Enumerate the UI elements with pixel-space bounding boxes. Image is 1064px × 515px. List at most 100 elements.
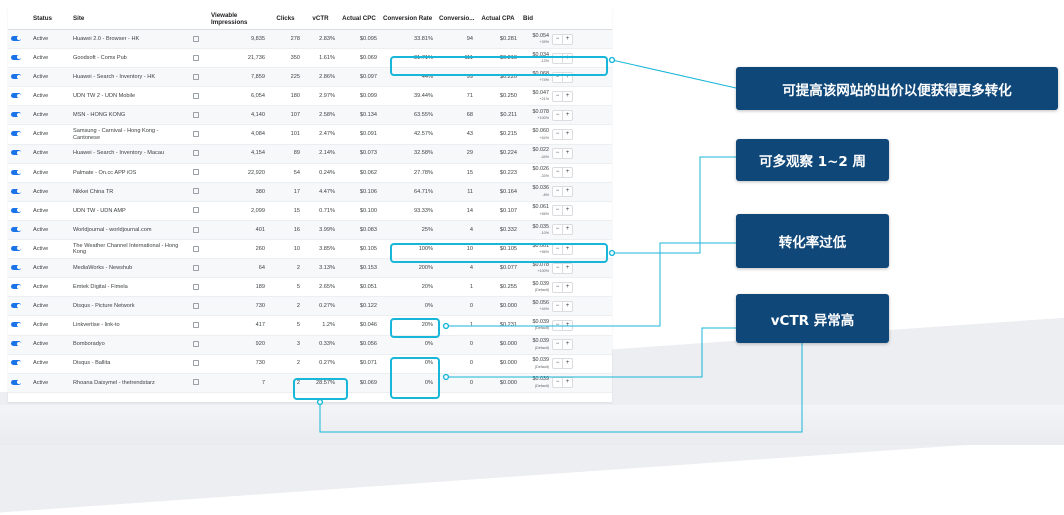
bid-decrease-button[interactable]: − (555, 379, 560, 386)
bid-increase-button[interactable]: + (562, 34, 572, 44)
bid-decrease-button[interactable]: − (555, 92, 560, 99)
bid-decrease-button[interactable]: − (555, 73, 560, 80)
bid-change: (Default) (534, 326, 549, 331)
status-text: Active (30, 29, 70, 50)
bid-decrease-button[interactable]: − (555, 131, 560, 138)
status-toggle[interactable] (11, 112, 21, 118)
bid-decrease-button[interactable]: − (555, 321, 560, 328)
bid-stepper: −+ (552, 71, 573, 83)
status-toggle[interactable] (11, 169, 21, 175)
header-bid-col[interactable]: Bid (520, 8, 612, 30)
open-link-icon[interactable] (193, 264, 199, 271)
open-link-icon[interactable] (193, 188, 199, 195)
bid-decrease-button[interactable]: − (555, 283, 560, 290)
header-cpc-col[interactable]: Actual CPC (338, 8, 380, 30)
actual-cpa: $0.215 (476, 124, 520, 145)
status-toggle[interactable] (11, 74, 21, 80)
viewable-impressions: 260 (208, 239, 268, 260)
open-link-icon[interactable] (193, 341, 199, 348)
open-link-icon[interactable] (193, 169, 199, 176)
bid-increase-button[interactable]: + (562, 130, 572, 140)
bid-increase-button[interactable]: + (562, 282, 572, 292)
status-toggle[interactable] (11, 207, 21, 213)
status-toggle[interactable] (11, 360, 21, 366)
header-vctr-col[interactable]: vCTR (303, 8, 338, 30)
status-toggle[interactable] (11, 379, 21, 385)
bid-increase-button[interactable]: + (562, 168, 572, 178)
status-toggle[interactable] (11, 54, 21, 60)
bid-increase-button[interactable]: + (562, 149, 572, 159)
bid-increase-button[interactable]: + (562, 340, 572, 350)
open-link-icon[interactable] (193, 54, 199, 61)
status-toggle-cell (8, 124, 30, 145)
status-toggle[interactable] (11, 188, 21, 194)
status-toggle[interactable] (11, 245, 21, 251)
bid-increase-button[interactable]: + (562, 320, 572, 330)
site-name: Disqus - Picture Network (70, 296, 190, 317)
bid-increase-button[interactable]: + (562, 378, 572, 388)
bid-decrease-button[interactable]: − (555, 360, 560, 367)
open-link-icon[interactable] (193, 360, 199, 367)
site-name: Nikkei China TR (70, 182, 190, 202)
vctr: 1.61% (303, 48, 338, 69)
status-toggle[interactable] (11, 131, 21, 137)
bid-change: +100% (537, 116, 549, 121)
header-conversion-rate-col[interactable]: Conversion Rate (380, 8, 436, 30)
bid-decrease-button[interactable]: − (555, 207, 560, 214)
status-toggle[interactable] (11, 150, 21, 156)
open-link-icon[interactable] (193, 35, 199, 42)
bid-increase-button[interactable]: + (562, 225, 572, 235)
viewable-impressions: 4,084 (208, 124, 268, 145)
header-clicks-col[interactable]: Clicks (268, 8, 303, 30)
bid-decrease-button[interactable]: − (555, 302, 560, 309)
status-toggle[interactable] (11, 322, 21, 328)
open-link-icon[interactable] (193, 111, 199, 118)
status-toggle[interactable] (11, 93, 21, 99)
bid-decrease-button[interactable]: − (555, 35, 560, 42)
open-link-icon[interactable] (193, 322, 199, 328)
bid-increase-button[interactable]: + (562, 187, 572, 197)
open-link-icon[interactable] (193, 283, 199, 290)
header-status-col[interactable]: Status (30, 8, 70, 30)
bid-increase-button[interactable]: + (562, 301, 572, 311)
bid-cell: $0.068+74%−+ (520, 67, 612, 88)
bid-increase-button[interactable]: + (562, 263, 572, 273)
header-impressions-col[interactable]: Viewable Impressions (208, 8, 268, 30)
bid-increase-button[interactable]: + (562, 91, 572, 101)
open-link-icon[interactable] (193, 150, 199, 157)
bid-decrease-button[interactable]: − (555, 169, 560, 176)
open-link-icon[interactable] (193, 379, 199, 386)
open-link-icon[interactable] (193, 226, 199, 233)
actual-cpa: $0.224 (476, 144, 520, 164)
open-link-icon[interactable] (193, 92, 199, 99)
bid-decrease-button[interactable]: − (555, 226, 560, 233)
clicks: 2 (268, 258, 303, 279)
bid-increase-button[interactable]: + (562, 110, 572, 120)
bid-decrease-button[interactable]: − (555, 150, 560, 157)
bid-increase-button[interactable]: + (562, 72, 572, 82)
open-link-icon[interactable] (193, 207, 199, 214)
bid-increase-button[interactable]: + (562, 206, 572, 216)
status-toggle[interactable] (11, 35, 21, 41)
bid-cell: $0.039(Default)−+ (520, 277, 612, 298)
actual-cpc: $0.046 (338, 315, 380, 336)
status-toggle[interactable] (11, 303, 21, 309)
bid-decrease-button[interactable]: − (555, 264, 560, 271)
bid-decrease-button[interactable]: − (555, 341, 560, 348)
bid-stepper: −+ (552, 224, 573, 236)
status-toggle[interactable] (11, 264, 21, 270)
header-site-col[interactable]: Site (70, 8, 190, 30)
open-link-icon[interactable] (193, 245, 199, 252)
status-toggle[interactable] (11, 341, 21, 347)
bid-decrease-button[interactable]: − (555, 111, 560, 118)
bid-increase-button[interactable]: + (562, 359, 572, 369)
status-toggle[interactable] (11, 284, 21, 290)
status-toggle[interactable] (11, 226, 21, 232)
header-cpa-col[interactable]: Actual CPA (476, 8, 520, 30)
bid-decrease-button[interactable]: − (555, 188, 560, 195)
open-link-icon[interactable] (193, 302, 199, 309)
open-link-icon[interactable] (193, 73, 199, 80)
open-link-icon[interactable] (193, 131, 199, 138)
header-conversions-col[interactable]: Conversio... (436, 8, 476, 30)
